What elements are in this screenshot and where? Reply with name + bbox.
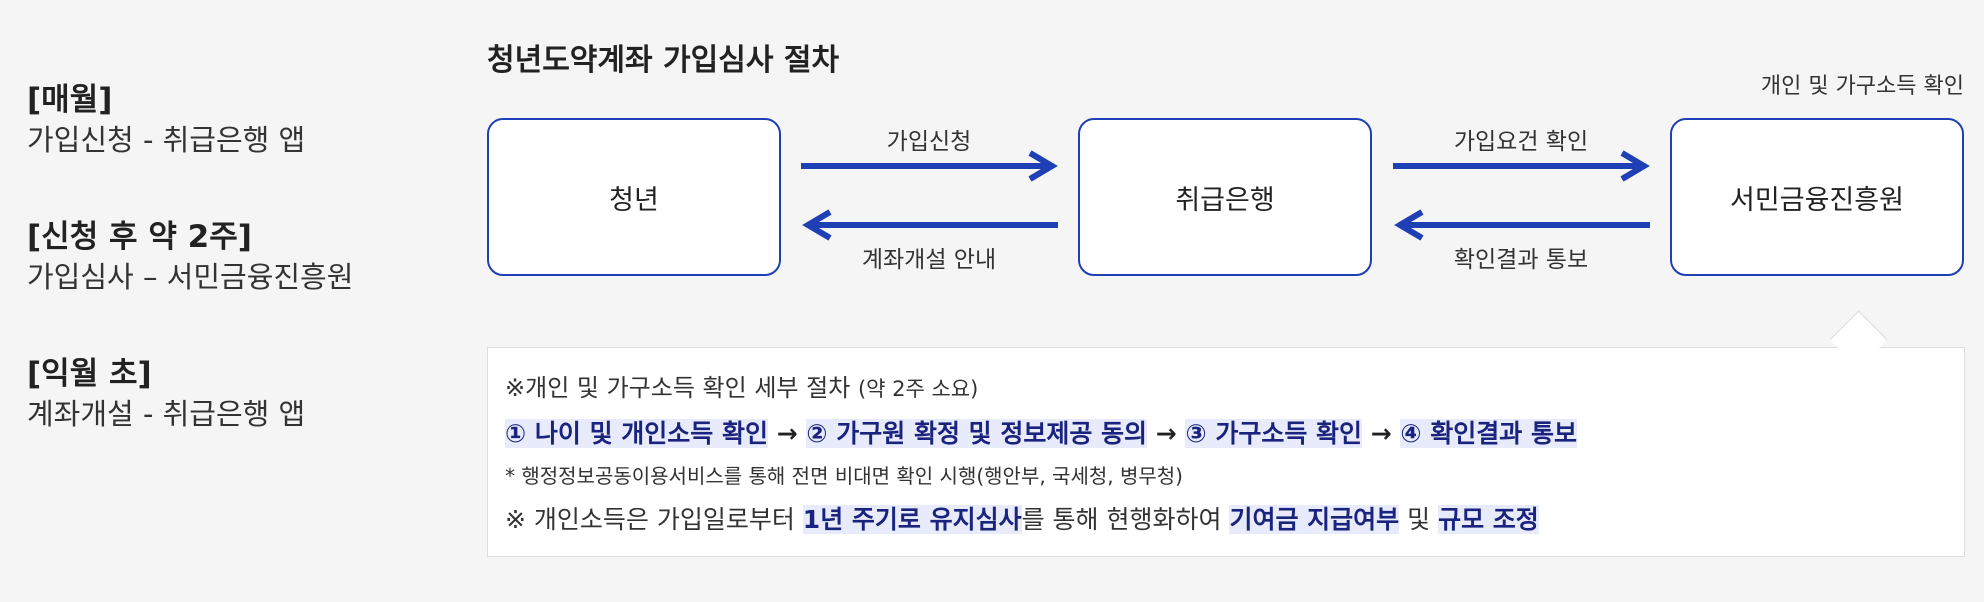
arrow-account-notice	[802, 209, 1058, 241]
step-1: ① 나이 및 개인소득 확인	[505, 419, 768, 448]
note-highlight: 기여금 지급여부	[1229, 505, 1400, 534]
detail-box: ※개인 및 가구소득 확인 세부 절차 (약 2주 소요) ① 나이 및 개인소…	[487, 347, 1965, 557]
node-finance-agency: 서민금융진흥원	[1670, 118, 1964, 276]
detail-footnote: * 행정정보공동이용서비스를 통해 전면 비대면 확인 시행(행안부, 국세청,…	[505, 464, 1183, 488]
arrow-result-notice	[1394, 209, 1650, 241]
edge-label-account-notice: 계좌개설 안내	[861, 247, 997, 273]
step-4: ④ 확인결과 통보	[1400, 419, 1577, 448]
timeline-text: 가입신청 - 취급은행 앱	[27, 123, 306, 157]
step-arrow: →	[1155, 419, 1177, 448]
detail-heading: ※개인 및 가구소득 확인 세부 절차 (약 2주 소요)	[505, 368, 978, 403]
arrow-eligibility-check	[1393, 150, 1650, 182]
detail-heading-text: ※개인 및 가구소득 확인 세부 절차	[505, 374, 851, 402]
timeline-text: 계좌개설 - 취급은행 앱	[27, 397, 306, 431]
note-text: 를 통해 현행화하여	[1021, 505, 1230, 534]
step-2: ② 가구원 확정 및 정보제공 동의	[806, 419, 1148, 448]
arrow-apply	[801, 150, 1058, 182]
timeline-item-after-two-weeks: [신청 후 약 2주] 가입심사 – 서민금융진흥원	[27, 217, 353, 297]
diagram-title: 청년도약계좌 가입심사 절차	[487, 43, 840, 78]
node-bank: 취급은행	[1078, 118, 1372, 276]
node-label: 취급은행	[1175, 184, 1275, 216]
step-3: ③ 가구소득 확인	[1185, 419, 1363, 448]
income-check-note: 개인 및 가구소득 확인	[1760, 74, 1964, 99]
timeline-item-monthly: [매월] 가입신청 - 취급은행 앱	[27, 80, 305, 160]
note-text: ※ 개인소득은 가입일로부터	[505, 505, 803, 534]
timeline-heading: [매월]	[27, 82, 113, 118]
edge-label-apply: 가입신청	[886, 129, 972, 155]
step-arrow: →	[776, 419, 798, 448]
note-text: 및	[1399, 505, 1439, 534]
node-youth: 청년	[487, 118, 781, 276]
detail-steps: ① 나이 및 개인소득 확인 → ② 가구원 확정 및 정보제공 동의 → ③ …	[505, 414, 1577, 450]
timeline-text: 가입심사 – 서민금융진흥원	[27, 260, 354, 294]
edge-label-eligibility-check: 가입요건 확인	[1453, 129, 1589, 155]
note-highlight: 1년 주기로 유지심사	[802, 505, 1022, 534]
detail-heading-duration: (약 2주 소요)	[857, 377, 979, 401]
timeline-heading: [익월 초]	[27, 356, 152, 392]
node-label: 청년	[609, 184, 659, 216]
timeline-heading: [신청 후 약 2주]	[27, 219, 252, 255]
node-label: 서민금융진흥원	[1730, 184, 1904, 216]
edge-label-result-notice: 확인결과 통보	[1453, 247, 1589, 273]
detail-note: ※ 개인소득은 가입일로부터 1년 주기로 유지심사를 통해 현행화하여 기여금…	[505, 500, 1539, 536]
note-highlight: 규모 조정	[1438, 505, 1539, 534]
step-arrow: →	[1370, 419, 1392, 448]
timeline-item-next-month: [익월 초] 계좌개설 - 취급은행 앱	[27, 354, 305, 434]
